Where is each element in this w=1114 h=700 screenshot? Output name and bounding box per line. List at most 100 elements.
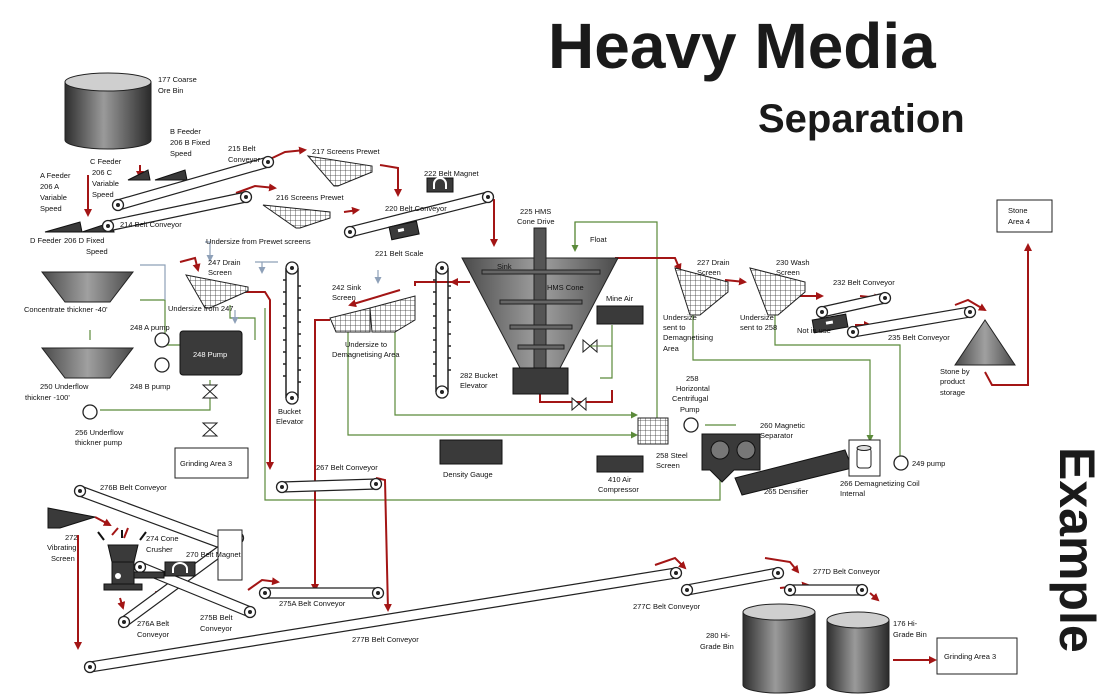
label-pump256-1: 256 Underflow	[75, 428, 124, 437]
concentrate-thickner-icon	[40, 271, 135, 303]
label-pump249: 249 pump	[912, 459, 945, 468]
label-sink242-2: Screen	[332, 293, 356, 302]
label-a-feeder-3: Variable	[40, 193, 67, 202]
label-mine-air: Mine Air	[606, 294, 634, 303]
belt-conveyors	[73, 155, 977, 674]
label-belt277d: 277D Belt Conveyor	[813, 567, 881, 576]
title-separation: Separation	[758, 97, 965, 141]
belt-267-icon	[275, 477, 383, 494]
label-undersize-demag-2: Demagnetising Area	[332, 350, 400, 359]
label-stone-area-1: Stone	[1008, 206, 1028, 215]
label-pump248b: 248 B pump	[130, 382, 170, 391]
label-screens216: 216 Screens Prewet	[276, 193, 344, 202]
hms-cone-icon	[461, 227, 619, 395]
belt-232-icon	[815, 291, 892, 319]
label-stone-storage-3: storage	[940, 388, 965, 397]
label-not-in-use: Not in use	[797, 326, 831, 335]
pump-248-icons	[82, 330, 243, 437]
label-belt276a-2: Conveyor	[137, 630, 170, 639]
label-d-feeder-2: 206 D Fixed	[64, 236, 104, 245]
label-screens217: 217 Screens Prewet	[312, 147, 380, 156]
label-b-feeder-2: 206 B Fixed	[170, 138, 210, 147]
label-belt275b-2: Conveyor	[200, 624, 233, 633]
label-a-feeder-1: A Feeder	[40, 171, 71, 180]
label-drain247-1: 247 Drain	[208, 258, 241, 267]
belt-277c-icon	[680, 566, 785, 597]
label-grinding-left: Grinding Area 3	[180, 459, 232, 468]
belt-277d-icon	[783, 583, 869, 597]
label-bucket282-1: 282 Bucket	[460, 371, 498, 380]
density-gauge-icon	[439, 439, 503, 465]
label-coil266-2: Internal	[840, 489, 865, 498]
label-belt235: 235 Belt Conveyor	[888, 333, 950, 342]
label-undersize-prewet: Undersize from Prewet screens	[206, 237, 311, 246]
label-stone-area-2: Area 4	[1008, 217, 1030, 226]
label-scale221: 221 Belt Scale	[375, 249, 423, 258]
belt-215-icon	[111, 155, 275, 212]
hi-grade-bin-280-icon	[742, 603, 816, 694]
label-undersize258-1: Undersize	[740, 313, 774, 322]
label-vib272-2: Vibrating	[47, 543, 76, 552]
underflow-thickner-icon	[40, 347, 135, 379]
label-c-feeder-3: Variable	[92, 179, 119, 188]
label-a-feeder-4: Speed	[40, 204, 62, 213]
label-screen258-2: Screen	[656, 461, 680, 470]
screen-icons	[47, 155, 806, 529]
label-pump258-4: Pump	[680, 405, 700, 414]
grinding-area-box-right	[936, 637, 1018, 675]
label-undersize258-2: sent to 258	[740, 323, 777, 332]
label-magnet222: 222 Belt Magnet	[424, 169, 480, 178]
label-bucket282-2: Elevator	[460, 381, 488, 390]
label-hms-drive-1: 225 HMS	[520, 207, 551, 216]
label-undersize227-2: sent to	[663, 323, 686, 332]
label-wash230-2: Screen	[776, 268, 800, 277]
label-undersize227-1: Undersize	[663, 313, 697, 322]
label-undersize247: Undersize from 247	[168, 304, 233, 313]
valve-icons	[571, 338, 612, 412]
label-undersize227-4: Area	[663, 344, 680, 353]
label-drain247-2: Screen	[208, 268, 232, 277]
label-ore-bin-2: Ore Bin	[158, 86, 183, 95]
belt-scale-221-icon	[388, 220, 420, 241]
mine-air-icon	[596, 305, 644, 325]
label-pump258-2: Horizontal	[676, 384, 710, 393]
belt-277b-icon	[83, 566, 683, 674]
label-undersize227-3: Demagnetising	[663, 333, 713, 342]
label-belt277c: 277C Belt Conveyor	[633, 602, 701, 611]
label-d-feeder-3: Speed	[86, 247, 108, 256]
label-pump258-3: Centrifugal	[672, 394, 709, 403]
label-stone-storage-2: product	[940, 377, 966, 386]
belt-235-icon	[846, 305, 977, 339]
label-crusher274-1: 274 Cone	[146, 534, 179, 543]
stone-area-box	[996, 199, 1053, 233]
label-drain227-1: 227 Drain	[697, 258, 730, 267]
label-sink242-1: 242 Sink	[332, 283, 361, 292]
label-undersize-demag-1: Undersize to	[345, 340, 387, 349]
belt-magnet-222-icon	[426, 177, 454, 193]
label-belt232: 232 Belt Conveyor	[833, 278, 895, 287]
label-drain227-2: Screen	[697, 268, 721, 277]
label-b-feeder-3: Speed	[170, 149, 192, 158]
label-bin280-2: Grade Bin	[700, 642, 734, 651]
label-c-feeder-1: C Feeder	[90, 157, 122, 166]
label-pump248a: 248 A pump	[130, 323, 170, 332]
bucket-elevator-left-icon	[283, 261, 301, 405]
label-c-feeder-2: 206 C	[92, 168, 113, 177]
label-pump258-1: 258	[686, 374, 699, 383]
label-hms-cone: HMS Cone	[547, 283, 584, 292]
label-bucket-left-2: Elevator	[276, 417, 304, 426]
label-stone-storage-1: Stone by	[940, 367, 970, 376]
label-b-feeder-1: B Feeder	[170, 127, 201, 136]
label-air410-1: 410 Air	[608, 475, 632, 484]
side-title-example: Example	[1049, 447, 1105, 653]
label-belt215-2: Conveyor	[228, 155, 261, 164]
label-density-gauge: Density Gauge	[443, 470, 493, 479]
label-magnet270: 270 Belt Magnet	[186, 550, 242, 559]
label-c-feeder-4: Speed	[92, 190, 114, 199]
title-heavy-media: Heavy Media	[548, 10, 936, 82]
label-a-feeder-2: 206 A	[40, 182, 59, 191]
label-screen258-1: 258 Steel	[656, 451, 688, 460]
label-mag260-2: Separator	[760, 431, 793, 440]
green-flow-lines	[89, 221, 901, 501]
label-belt275a: 275A Belt Conveyor	[279, 599, 346, 608]
